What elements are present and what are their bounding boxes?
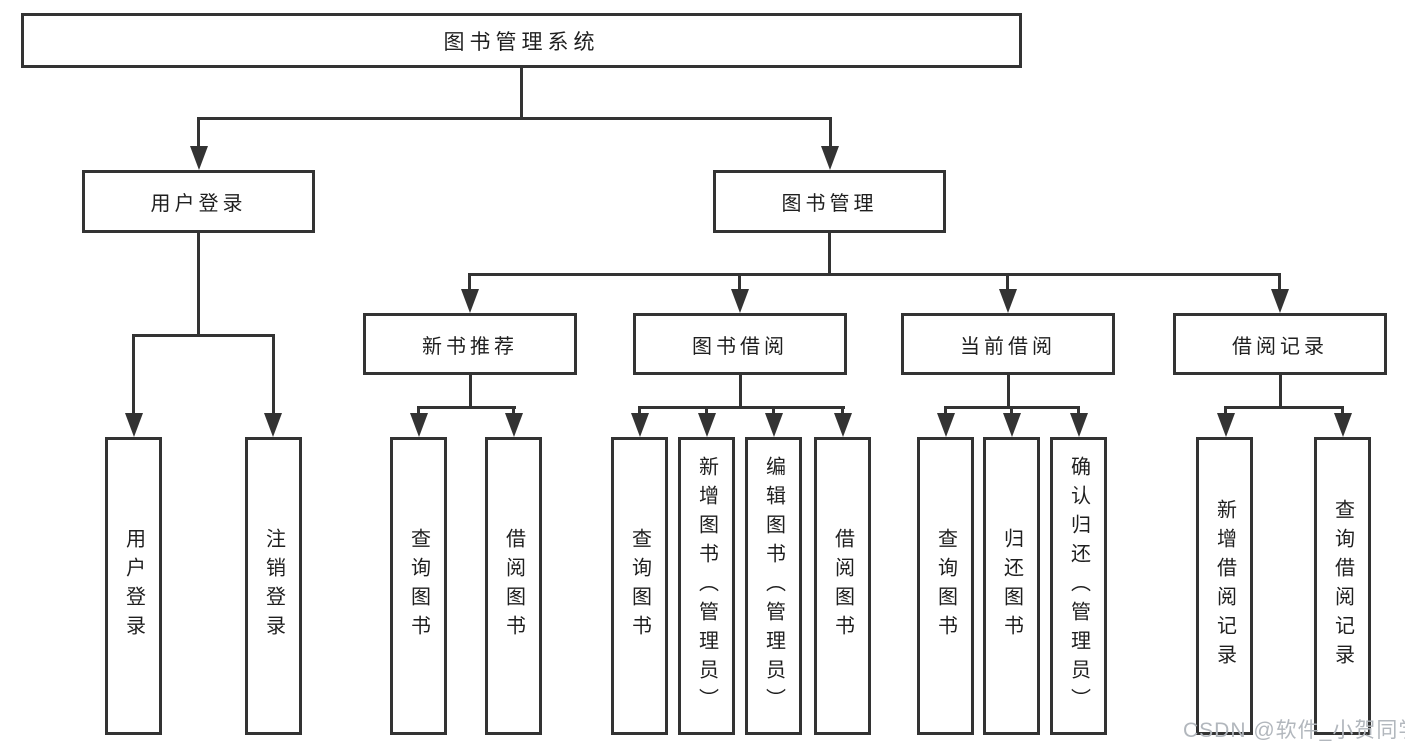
leaf-borrow-books: 借阅图书 <box>814 437 871 735</box>
leaf-query-books-recommend: 查询图书 <box>390 437 447 735</box>
arrow-down-icon <box>1217 413 1235 437</box>
leaf-query-books-current: 查询图书 <box>917 437 974 735</box>
arrow-down-icon <box>1271 289 1289 313</box>
connector-line <box>417 406 516 409</box>
connector-line <box>132 334 275 337</box>
connector-line <box>469 375 472 409</box>
node-current-borrowing: 当前借阅 <box>901 313 1115 375</box>
leaf-edit-book-admin: 编辑图书（管理员） <box>745 437 802 735</box>
watermark: CSDN @软件_小贺同学 <box>1183 719 1405 742</box>
connector-line <box>1279 375 1282 409</box>
connector-line <box>772 406 775 416</box>
arrow-down-icon <box>765 413 783 437</box>
leaf-return-books: 归还图书 <box>983 437 1040 735</box>
connector-line <box>829 117 832 150</box>
connector-line <box>197 117 200 150</box>
connector-line <box>1341 406 1344 416</box>
connector-line <box>468 273 471 292</box>
leaf-borrow-books-recommend: 借阅图书 <box>485 437 542 735</box>
arrow-down-icon <box>190 146 208 170</box>
connector-line <box>520 68 523 120</box>
node-book-borrowing: 图书借阅 <box>633 313 847 375</box>
arrow-down-icon <box>1070 413 1088 437</box>
arrow-down-icon <box>631 413 649 437</box>
node-root: 图书管理系统 <box>21 13 1022 68</box>
leaf-add-book-admin: 新增图书（管理员） <box>678 437 735 735</box>
connector-line <box>739 375 742 409</box>
connector-line <box>1224 406 1344 409</box>
connector-line <box>272 334 275 416</box>
connector-line <box>1006 273 1009 292</box>
leaf-logout: 注销登录 <box>245 437 302 735</box>
leaf-confirm-return-admin: 确认归还（管理员） <box>1050 437 1107 735</box>
connector-line <box>1010 406 1013 416</box>
arrow-down-icon <box>698 413 716 437</box>
connector-line <box>1278 273 1281 292</box>
node-new-book-recommend: 新书推荐 <box>363 313 577 375</box>
connector-line <box>468 273 1281 276</box>
connector-line <box>132 334 135 416</box>
arrow-down-icon <box>410 413 428 437</box>
connector-line <box>512 406 515 416</box>
connector-line <box>841 406 844 416</box>
arrow-down-icon <box>731 289 749 313</box>
leaf-add-borrow-record: 新增借阅记录 <box>1196 437 1253 735</box>
connector-line <box>638 406 845 409</box>
arrow-down-icon <box>821 146 839 170</box>
arrow-down-icon <box>999 289 1017 313</box>
leaf-user-login: 用户登录 <box>105 437 162 735</box>
arrow-down-icon <box>264 413 282 437</box>
arrow-down-icon <box>937 413 955 437</box>
connector-line <box>197 117 832 120</box>
node-book-management: 图书管理 <box>713 170 946 233</box>
connector-line <box>944 406 947 416</box>
connector-line <box>828 233 831 275</box>
connector-line <box>1007 375 1010 409</box>
arrow-down-icon <box>1003 413 1021 437</box>
arrow-down-icon <box>505 413 523 437</box>
connector-line <box>417 406 420 416</box>
connector-line <box>1224 406 1227 416</box>
arrow-down-icon <box>125 413 143 437</box>
leaf-query-books-borrowing: 查询图书 <box>611 437 668 735</box>
connector-line <box>1077 406 1080 416</box>
connector-line <box>738 273 741 292</box>
leaf-query-borrow-record: 查询借阅记录 <box>1314 437 1371 735</box>
arrow-down-icon <box>834 413 852 437</box>
connector-line <box>638 406 641 416</box>
arrow-down-icon <box>1334 413 1352 437</box>
node-borrowing-records: 借阅记录 <box>1173 313 1387 375</box>
arrow-down-icon <box>461 289 479 313</box>
connector-line <box>705 406 708 416</box>
connector-line <box>197 233 200 336</box>
node-user-login: 用户登录 <box>82 170 315 233</box>
